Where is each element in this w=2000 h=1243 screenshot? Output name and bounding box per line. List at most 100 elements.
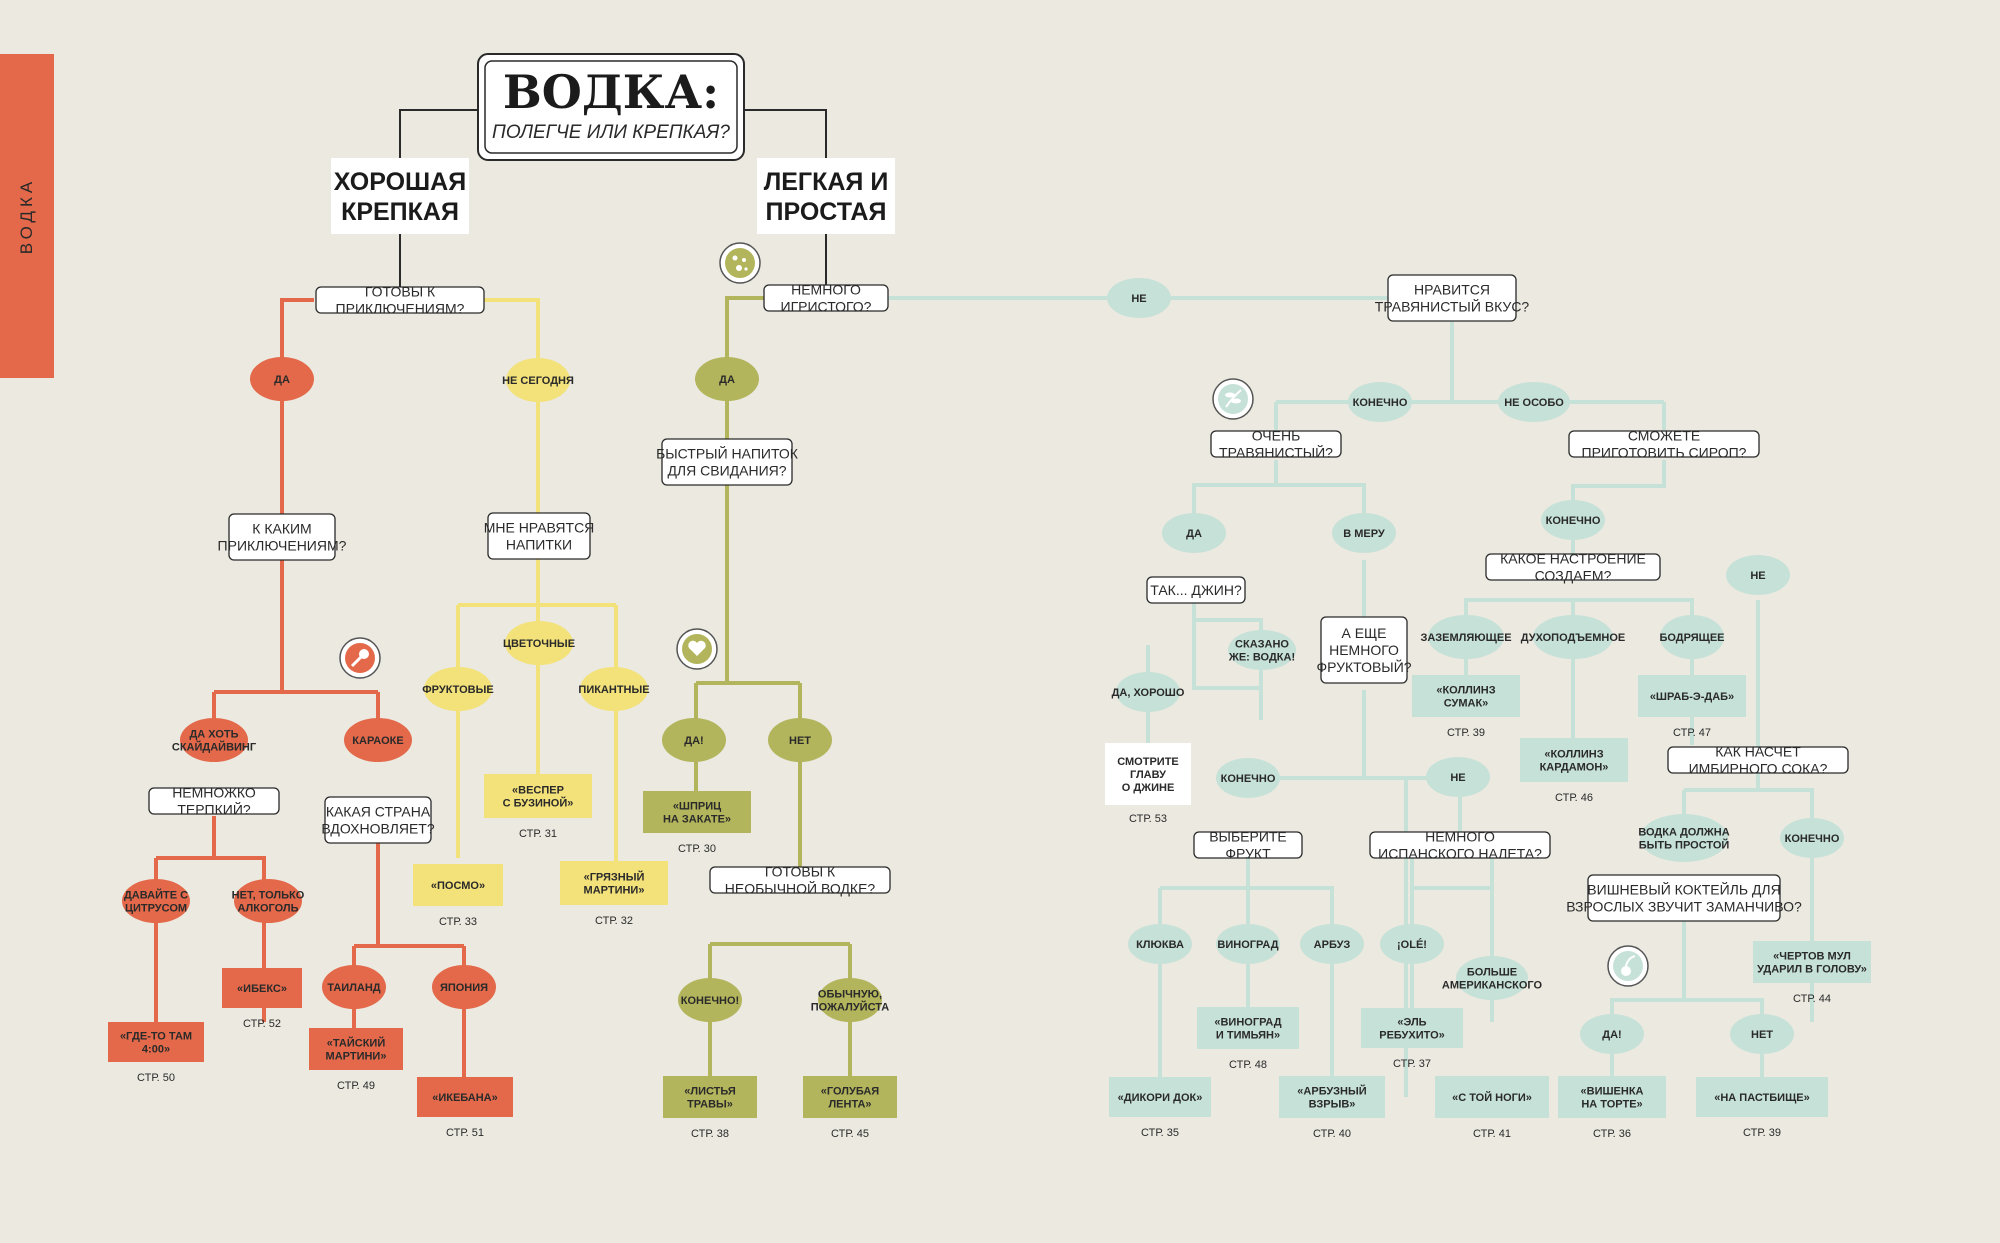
- title-block: ВОДКА: ПОЛЕГЧЕ ИЛИ КРЕПКАЯ?: [477, 53, 745, 161]
- cherry-icon-fill: [1613, 951, 1643, 981]
- answer-label: ДА: [1186, 528, 1202, 540]
- result-page-label: СТР. 46: [1555, 792, 1593, 804]
- result-page-label: СТР. 51: [446, 1127, 484, 1139]
- result-box: [1197, 1007, 1299, 1049]
- answer-label: ОБЫЧНУЮ,ПОЖАЛУЙСТА: [811, 988, 890, 1013]
- question-box: [1568, 430, 1760, 458]
- connector-line: [725, 296, 768, 683]
- answer-label: АРБУЗ: [1314, 939, 1351, 951]
- title-frame-inner: [484, 60, 738, 154]
- connector-line: [1612, 998, 1764, 1097]
- mic-handle: [350, 655, 363, 668]
- answer-label: КОНЕЧНО: [1546, 515, 1601, 527]
- result-page-label: СТР. 45: [831, 1128, 869, 1140]
- result-box: [1435, 1076, 1549, 1118]
- result-page-label: СТР. 38: [691, 1128, 729, 1140]
- answer-label: ДУХОПОДЪЕМНОЕ: [1521, 632, 1625, 644]
- answer-label: НЕ: [1131, 293, 1146, 305]
- answer-label: ЗАЗЕМЛЯЮЩЕЕ: [1420, 632, 1511, 644]
- answer-oval: [1300, 924, 1364, 964]
- answer-oval: [1107, 278, 1171, 318]
- result-page-label: СТР. 33: [439, 916, 477, 928]
- result-box: [1638, 675, 1746, 717]
- bubble-glyph: [742, 258, 746, 262]
- bubbles-icon-fill: [725, 248, 755, 278]
- connector-lines: [154, 109, 1814, 1097]
- question-box: [1667, 746, 1849, 774]
- result-page-label: СТР. 41: [1473, 1128, 1511, 1140]
- result-page-label: СТР. 30: [678, 843, 716, 855]
- question-box: [1369, 831, 1551, 859]
- answer-label: КАРАОКЕ: [352, 735, 403, 747]
- answer-oval: [1162, 513, 1226, 553]
- herb-leaf: [1225, 392, 1235, 398]
- connector-line: [399, 109, 478, 158]
- connector-line: [1194, 618, 1263, 720]
- question-box: [1193, 831, 1303, 859]
- result-page-label: СТР. 40: [1313, 1128, 1351, 1140]
- result-box: [108, 1022, 204, 1062]
- answer-label: КОНЕЧНО: [1785, 833, 1840, 845]
- answer-oval: [1380, 924, 1444, 964]
- answer-oval: [322, 965, 386, 1009]
- result-box: [484, 774, 592, 818]
- answer-oval: [1228, 630, 1296, 670]
- answer-label: НЕТ: [789, 735, 811, 747]
- answer-label: ДА: [274, 374, 290, 386]
- answer-oval: [1216, 924, 1280, 964]
- result-box: [1109, 1077, 1211, 1117]
- answer-oval: [1640, 814, 1728, 862]
- answer-label: НЕ: [1450, 772, 1465, 784]
- answer-oval: [1348, 382, 1412, 422]
- question-box: [315, 286, 485, 314]
- cherry-stem: [1625, 955, 1636, 967]
- answer-label: ВИНОГРАД: [1217, 939, 1278, 951]
- answer-oval: [768, 718, 832, 762]
- answer-label: В МЕРУ: [1343, 528, 1385, 540]
- answer-oval: [234, 879, 302, 923]
- answer-label: БОДРЯЩЕЕ: [1659, 632, 1724, 644]
- result-box: [1558, 1076, 1666, 1118]
- connector-line: [212, 816, 266, 1022]
- question-box: [1210, 430, 1342, 458]
- result-page-label: СТР. 39: [1447, 727, 1485, 739]
- answer-label: КЛЮКВА: [1136, 939, 1184, 951]
- answer-oval: [1780, 818, 1844, 858]
- question-box: [1485, 553, 1661, 581]
- question-box: [1587, 874, 1781, 922]
- answer-oval: [1332, 513, 1396, 553]
- question-box: [1146, 576, 1246, 604]
- result-label: «НА ПАСТБИЩЕ»: [1714, 1092, 1810, 1104]
- result-label: «С ТОЙ НОГИ»: [1452, 1091, 1532, 1104]
- question-box: [148, 787, 280, 815]
- connector-line: [1160, 886, 1334, 1097]
- result-label: «ШРАБ-Э-ДАБ»: [1650, 691, 1734, 703]
- answer-oval: [1128, 924, 1192, 964]
- answer-oval: [1533, 615, 1613, 659]
- result-page-label: СТР. 39: [1743, 1127, 1781, 1139]
- answer-label: НЕТ: [1751, 1029, 1773, 1041]
- connector-line: [1192, 645, 1260, 690]
- result-box: [417, 1077, 513, 1117]
- bubble-glyph: [732, 255, 738, 261]
- result-page-label: СТР. 50: [137, 1072, 175, 1084]
- result-page-label: СТР. 47: [1673, 727, 1711, 739]
